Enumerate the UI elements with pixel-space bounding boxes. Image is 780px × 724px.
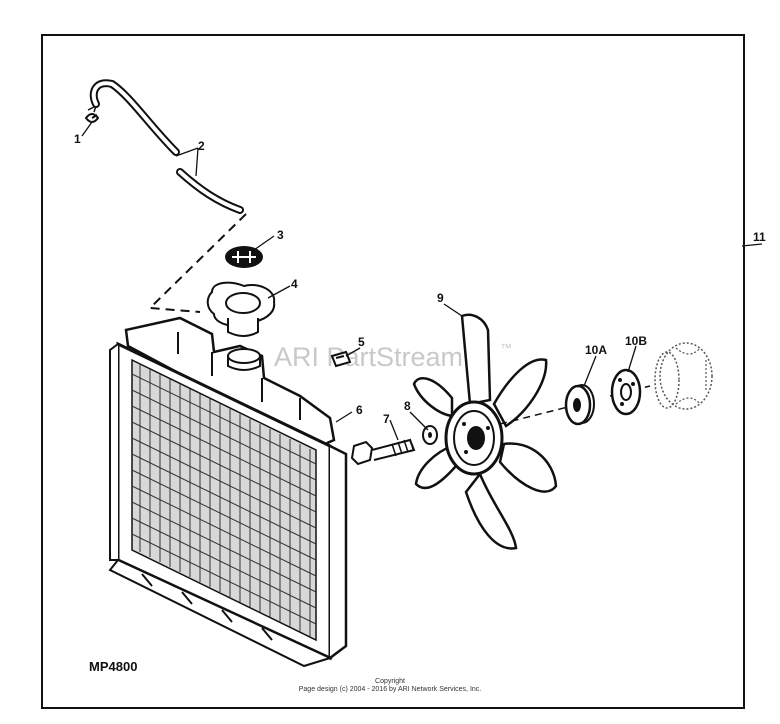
callout-9: 9 bbox=[437, 291, 444, 305]
callout-1: 1 bbox=[74, 132, 81, 146]
callout-5: 5 bbox=[358, 335, 365, 349]
part-7-bolt[interactable] bbox=[350, 438, 416, 466]
callout-6: 6 bbox=[356, 403, 363, 417]
callout-7: 7 bbox=[383, 412, 390, 426]
part-6-radiator[interactable] bbox=[108, 316, 348, 668]
callout-11: 11 bbox=[753, 230, 766, 244]
part-3-decal[interactable] bbox=[225, 246, 263, 268]
footer-copyright: Copyright bbox=[375, 678, 405, 685]
callout-8: 8 bbox=[404, 399, 411, 413]
watermark-trademark: ™ bbox=[500, 341, 512, 355]
part-8-washer[interactable] bbox=[422, 425, 438, 445]
callout-2: 2 bbox=[198, 139, 205, 153]
part-5-clip[interactable] bbox=[330, 350, 352, 368]
diagram-frame bbox=[41, 34, 745, 709]
watermark: ARI PartStream bbox=[274, 342, 463, 372]
callout-10a: 10A bbox=[585, 343, 607, 357]
part-11-hub[interactable] bbox=[654, 342, 713, 410]
callout-10b: 10B bbox=[625, 334, 647, 348]
part-2-overflow-hose[interactable] bbox=[89, 79, 244, 214]
diagram-code: MP4800 bbox=[89, 659, 137, 674]
callout-3: 3 bbox=[277, 228, 284, 242]
hose-routing-line bbox=[147, 213, 247, 313]
part-4-radiator-cap[interactable] bbox=[206, 281, 276, 337]
part-1-hose-clamp[interactable] bbox=[84, 104, 100, 123]
part-10b-pulley[interactable] bbox=[610, 368, 642, 416]
leader-lines bbox=[81, 121, 763, 441]
footer-page-design: Page design (c) 2004 - 2016 by ARI Netwo… bbox=[299, 686, 482, 693]
part-10a-spacer[interactable] bbox=[564, 384, 595, 426]
part-9-fan[interactable] bbox=[412, 313, 558, 550]
callout-4: 4 bbox=[291, 277, 298, 291]
